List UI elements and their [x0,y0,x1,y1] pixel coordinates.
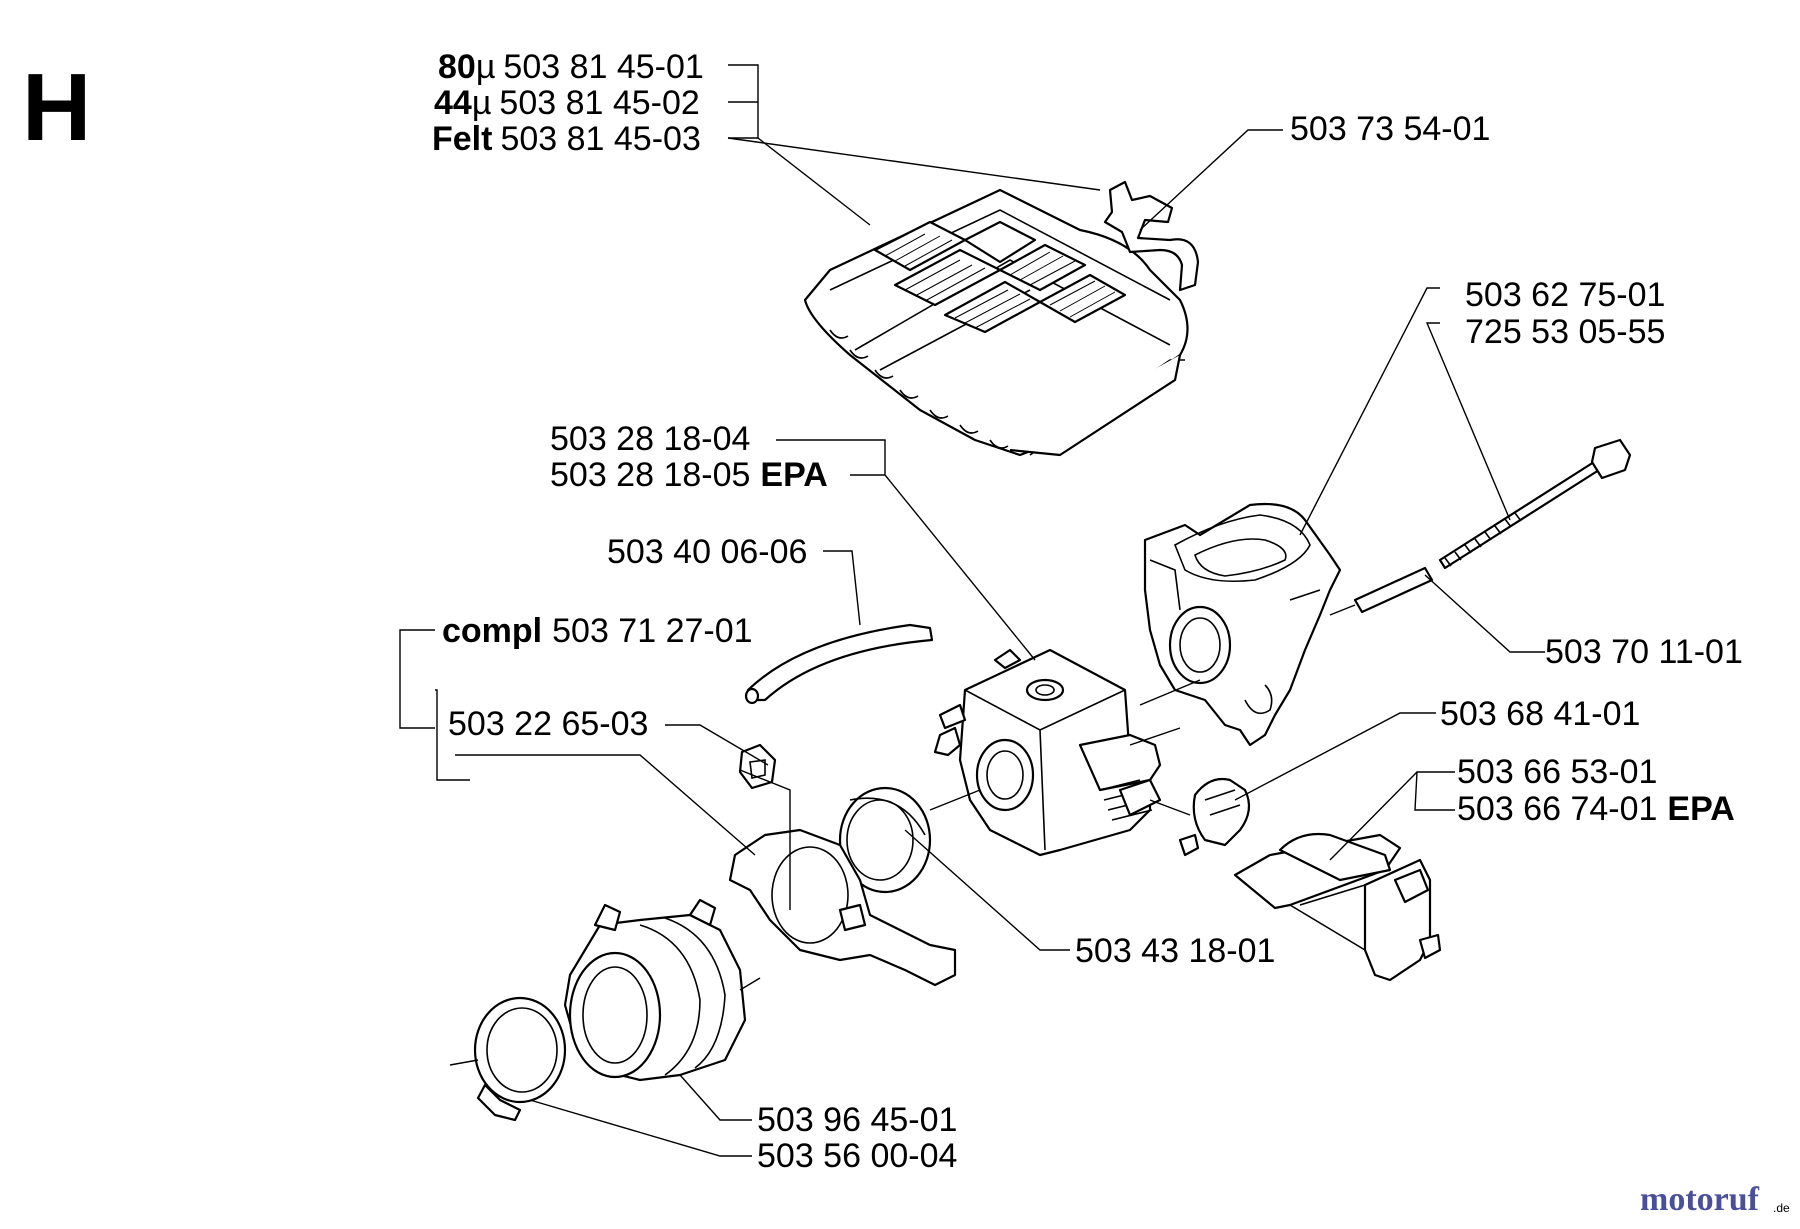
watermark-tld: .de [1773,1201,1790,1215]
label-intake-adapter: 503 62 75-01 [1465,276,1665,314]
gasket-ring-part [838,786,932,894]
label-intake-flange: 503 22 65-03 [448,705,648,743]
watermark-text: motoruf [1640,1181,1760,1218]
cover-clip-part [1103,180,1200,292]
label-intake-boot: 503 96 45-01 [757,1101,957,1139]
section-letter: H [22,54,91,161]
intake-adapter-part [1143,502,1342,747]
intake-boot-part [563,898,747,1082]
label-fuel-hose: 503 40 06-06 [607,533,807,571]
carburetor-part [933,648,1162,857]
air-filter-part [803,188,1189,457]
choke-knob-part [1178,777,1251,857]
bolt-part [1438,438,1632,570]
hose-clamp-part [449,996,567,1122]
label-carburetor-a: 503 28 18-04 [550,420,750,458]
fuel-hose-part [744,623,934,705]
label-spacer-tube: 503 70 11-01 [1545,633,1743,671]
label-cover-clip: 503 73 54-01 [1290,110,1490,148]
watermark: motoruf .de [1640,1181,1790,1218]
leader-lines [399,64,1545,1157]
assembly-axis-lines [739,604,1356,991]
label-throttle-a: 503 66 53-01 [1457,753,1657,791]
label-choke-knob: 503 68 41-01 [1440,695,1640,733]
label-hose-clamp: 503 56 00-04 [757,1137,957,1175]
intake-flange-part [728,743,957,987]
throttle-part [1233,832,1442,982]
label-gasket-ring: 503 43 18-01 [1075,932,1275,970]
label-bolt: 725 53 05-55 [1465,313,1665,351]
spacer-tube-part [1353,566,1434,614]
